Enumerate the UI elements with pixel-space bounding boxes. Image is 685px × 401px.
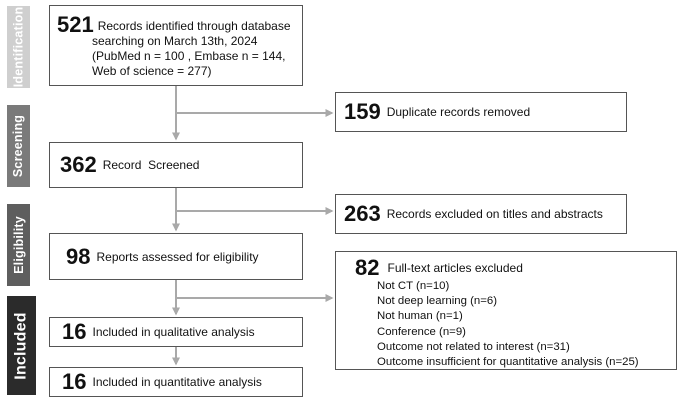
duplicates-label: Duplicate records removed — [386, 104, 531, 119]
box-identified: 521 Records identified through database … — [49, 5, 303, 86]
assessed-label: Reports assessed for eligibility — [96, 249, 259, 264]
assessed-count: 98 — [66, 244, 91, 269]
duplicates-count: 159 — [344, 99, 381, 124]
box-assessed: 98 Reports assessed for eligibility — [49, 233, 303, 280]
box-quantitative: 16 Included in quantitative analysis — [49, 367, 303, 397]
stage-screening: Screening — [7, 105, 30, 187]
identified-line4: Web of science = 277) — [92, 64, 212, 78]
exclusion-reason: Not human (n=1) — [377, 310, 463, 323]
screened-label: Record Screened — [102, 157, 200, 172]
excluded-titles-count: 263 — [344, 201, 381, 226]
box-fulltext-excluded: 82 Full-text articles excluded Not CT (n… — [335, 251, 677, 370]
fulltext-excluded-label: Full-text articles excluded — [387, 260, 523, 275]
quantitative-count: 16 — [62, 369, 87, 394]
excluded-titles-label: Records excluded on titles and abstracts — [386, 206, 603, 221]
box-screened: 362 Record Screened — [49, 142, 303, 188]
fulltext-excluded-count: 82 — [355, 255, 380, 280]
box-duplicates: 159 Duplicate records removed — [335, 92, 627, 132]
quantitative-label: Included in quantitative analysis — [92, 374, 262, 389]
exclusion-reason: Conference (n=9) — [377, 325, 466, 338]
stage-included: Included — [7, 296, 36, 395]
exclusion-reason: Not CT (n=10) — [377, 280, 450, 292]
identified-line1: Records identified through database — [97, 19, 291, 33]
box-qualitative: 16 Included in qualitative analysis — [49, 317, 303, 347]
qualitative-label: Included in qualitative analysis — [92, 324, 255, 339]
identified-line3: (PubMed n = 100 , Embase n = 144, — [92, 49, 286, 63]
identified-count: 521 — [57, 12, 94, 37]
exclusion-reason: Outcome insufficient for quantitative an… — [377, 356, 639, 369]
exclusion-reason: Not deep learning (n=6) — [377, 295, 497, 308]
identified-line2: searching on March 13th, 2024 — [92, 34, 258, 48]
stage-identification: Identification — [7, 6, 30, 88]
box-excluded-titles: 263 Records excluded on titles and abstr… — [335, 194, 627, 234]
stage-eligibility: Eligibility — [7, 204, 30, 286]
exclusion-reasons-list: Not CT (n=10) Not deep learning (n=6) No… — [377, 279, 639, 370]
screened-count: 362 — [60, 152, 97, 177]
qualitative-count: 16 — [62, 319, 87, 344]
exclusion-reason: Outcome not related to interest (n=31) — [377, 340, 570, 353]
